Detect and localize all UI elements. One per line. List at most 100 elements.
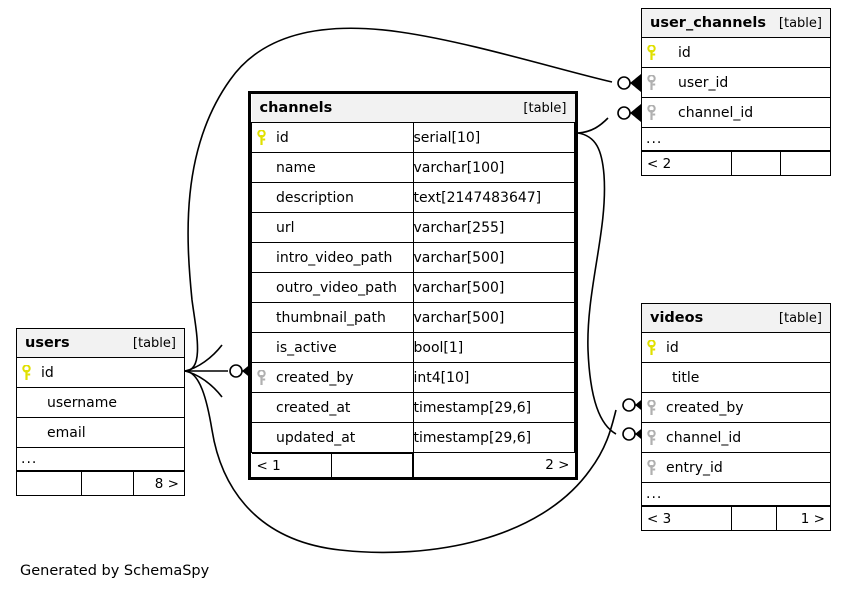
column-name: is_active (276, 339, 337, 356)
footer-child-count: 8 > (132, 471, 184, 495)
column-name: thumbnail_path (276, 309, 386, 326)
table-channels-header: channels [table] (251, 94, 575, 123)
table-row[interactable]: channel_id (642, 422, 830, 453)
footer-middle (730, 506, 777, 530)
column-name: channel_id (678, 104, 754, 121)
column-name: entry_id (666, 459, 723, 476)
crowfoot-users-id (184, 344, 223, 398)
table-user_channels-tag: [table] (778, 16, 822, 31)
table-row[interactable]: intro_video_path varchar[500] (251, 242, 575, 273)
column-name: updated_at (276, 429, 356, 446)
primary-key-icon (642, 339, 660, 356)
footer-middle (331, 453, 413, 477)
table-user_channels-footer: < 2 (642, 151, 830, 175)
footer-child-count: 1 > (775, 506, 830, 530)
column-type: bool[1] (412, 332, 575, 363)
foreign-key-icon (642, 459, 660, 476)
column-name: description (276, 189, 354, 206)
column-type: text[2147483647] (412, 182, 575, 213)
column-name: user_id (678, 74, 729, 91)
footer-parent-count: < 3 (642, 506, 732, 530)
table-videos[interactable]: videos [table] (641, 303, 831, 531)
table-row[interactable]: updated_at timestamp[29,6] (251, 422, 575, 453)
table-row[interactable]: id (17, 357, 184, 388)
table-channels-tag: [table] (523, 101, 567, 116)
column-name: created_by (276, 369, 354, 386)
table-videos-more-row: ... (642, 482, 830, 506)
column-name: id (678, 44, 691, 61)
table-row[interactable]: channel_id (642, 97, 830, 128)
column-type: serial[10] (412, 122, 575, 153)
table-users-header: users [table] (17, 329, 184, 358)
edge-channels-to-user_channels-up (577, 117, 609, 134)
column-name: channel_id (666, 429, 742, 446)
table-row[interactable]: username (17, 387, 184, 418)
table-row[interactable]: email (17, 417, 184, 448)
footer-middle (730, 151, 782, 175)
table-row[interactable]: title (642, 362, 830, 393)
column-type: varchar[500] (412, 242, 575, 273)
column-type: varchar[255] (412, 212, 575, 243)
table-channels-title: channels (259, 100, 333, 116)
table-videos-footer: < 3 1 > (642, 506, 830, 530)
ellipsis-label: ... (17, 447, 184, 471)
footer-middle (81, 471, 134, 495)
table-channels[interactable]: channels [table] (248, 91, 578, 480)
table-user_channels-header: user_channels [table] (642, 9, 830, 38)
table-row[interactable]: user_id (642, 67, 830, 98)
table-row[interactable]: is_active bool[1] (251, 332, 575, 363)
table-users-tag: [table] (132, 336, 176, 351)
table-videos-title: videos (650, 310, 704, 326)
column-type: varchar[500] (412, 302, 575, 333)
foreign-key-icon (642, 74, 660, 91)
table-channels-footer: < 1 2 > (251, 452, 575, 477)
table-row[interactable]: description text[2147483647] (251, 182, 575, 213)
table-row[interactable]: name varchar[100] (251, 152, 575, 183)
table-row[interactable]: id (642, 332, 830, 363)
column-name: id (41, 364, 54, 381)
table-row[interactable]: created_by int4[10] (251, 362, 575, 393)
table-row[interactable]: created_by (642, 392, 830, 423)
foreign-key-icon (642, 399, 660, 416)
table-row[interactable]: outro_video_path varchar[500] (251, 272, 575, 303)
table-users-title: users (25, 335, 70, 351)
footer-child-count: 2 > (412, 452, 575, 477)
table-users-more-row: ... (17, 447, 184, 471)
column-name: username (47, 394, 117, 411)
column-type: varchar[500] (412, 272, 575, 303)
ellipsis-label: ... (642, 127, 830, 151)
footer-child-count (780, 151, 830, 175)
foreign-key-icon (252, 369, 270, 386)
column-name: name (276, 159, 316, 176)
foreign-key-icon (642, 429, 660, 446)
table-user_channels[interactable]: user_channels [table] (641, 8, 831, 176)
column-type: timestamp[29,6] (412, 422, 575, 453)
table-row[interactable]: thumbnail_path varchar[500] (251, 302, 575, 333)
table-row[interactable]: url varchar[255] (251, 212, 575, 243)
column-type: timestamp[29,6] (412, 392, 575, 423)
column-name: created_by (666, 399, 744, 416)
table-row[interactable]: created_at timestamp[29,6] (251, 392, 575, 423)
edge-channels-to-videos-channelid (577, 132, 617, 435)
column-name: email (47, 424, 86, 441)
table-row[interactable]: id serial[10] (251, 122, 575, 153)
table-row[interactable]: entry_id (642, 452, 830, 483)
foreign-key-icon (642, 104, 660, 121)
column-type: int4[10] (412, 362, 575, 393)
primary-key-icon (17, 364, 35, 381)
footer-parent-count (17, 471, 83, 495)
column-type: varchar[100] (412, 152, 575, 183)
column-name: outro_video_path (276, 279, 398, 296)
table-row[interactable]: id (642, 37, 830, 68)
footer-parent-count: < 1 (251, 453, 333, 477)
primary-key-icon (642, 44, 660, 61)
table-users[interactable]: users [table] (16, 328, 185, 496)
ellipsis-label: ... (642, 482, 830, 506)
primary-key-icon (252, 129, 270, 146)
table-user_channels-more-row: ... (642, 127, 830, 151)
table-users-footer: 8 > (17, 471, 184, 495)
column-name: id (276, 129, 289, 146)
column-name: title (672, 369, 700, 386)
table-videos-header: videos [table] (642, 304, 830, 333)
